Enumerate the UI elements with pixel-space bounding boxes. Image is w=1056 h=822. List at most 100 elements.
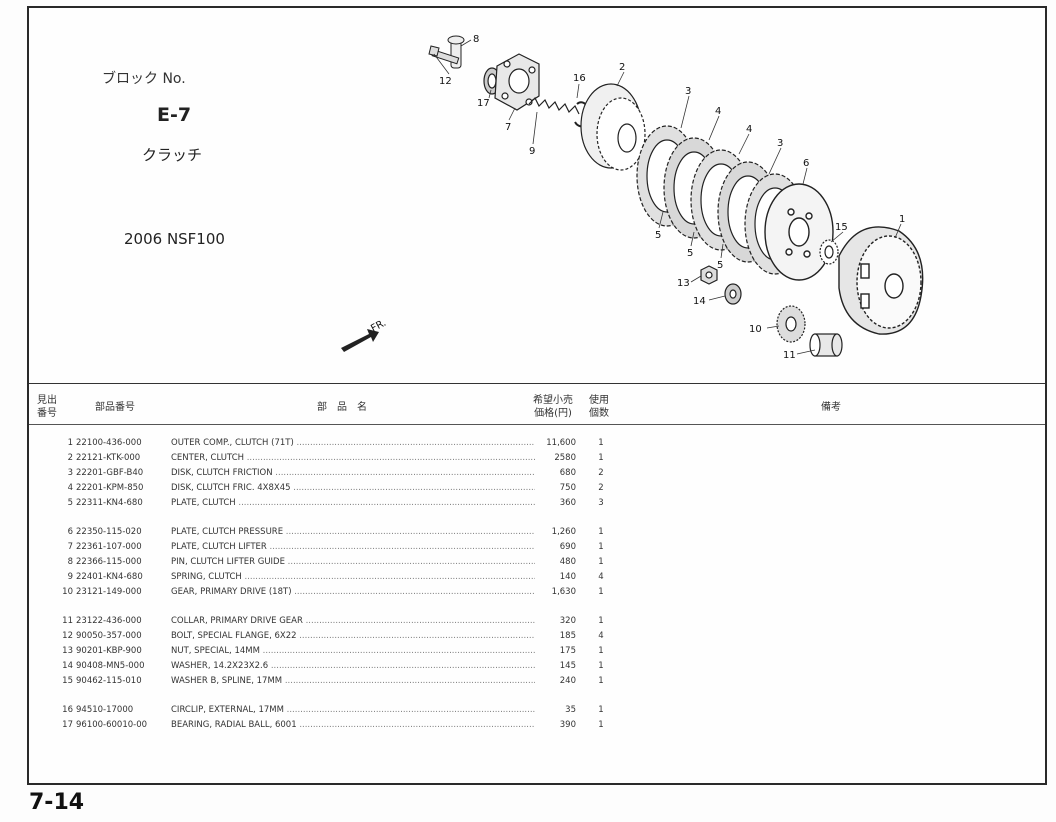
part-number: 22401-KN4-680 xyxy=(76,572,143,582)
part-number: 96100-60010-00 xyxy=(76,720,148,730)
part-number: 22121-KTK-000 xyxy=(76,453,141,463)
callout-3b: 3 xyxy=(777,138,783,149)
col-header-qty: 使用 個数 xyxy=(589,395,609,419)
part-description: BEARING, RADIAL BALL, 6001 xyxy=(171,720,535,730)
col-header-part-no: 部品番号 xyxy=(95,402,135,413)
block-name: クラッチ xyxy=(142,146,203,164)
clutch-outer-part xyxy=(838,226,924,335)
part-price: 175 xyxy=(559,646,576,656)
part-price: 750 xyxy=(559,483,576,493)
callout-4b: 4 xyxy=(746,124,752,135)
callout-9: 9 xyxy=(529,146,535,157)
ref-no: 13 xyxy=(62,646,73,656)
part-price: 185 xyxy=(559,631,576,641)
part-qty: 1 xyxy=(598,646,604,656)
ref-no: 3 xyxy=(67,468,73,478)
clutch-center-part xyxy=(580,83,646,171)
part-price: 240 xyxy=(559,676,576,686)
catalog-frame: ブロック No. E-7 クラッチ 2006 NSF100 FR. xyxy=(27,6,1047,785)
part-qty: 4 xyxy=(598,572,604,582)
front-direction-label: FR. xyxy=(369,318,388,335)
spline-washer-part xyxy=(819,239,839,265)
col-header-ref: 見出 番号 xyxy=(37,395,57,419)
callout-16: 16 xyxy=(573,73,586,84)
callout-labels: 8 12 17 7 9 16 2 3 4 4 3 6 5 5 5 15 1 13… xyxy=(439,34,905,361)
part-price: 140 xyxy=(559,572,576,582)
part-qty: 1 xyxy=(598,542,604,552)
callout-14: 14 xyxy=(693,296,706,307)
part-description: GEAR, PRIMARY DRIVE (18T) xyxy=(171,587,535,597)
special-nut-part xyxy=(700,265,718,285)
ref-no: 4 xyxy=(67,483,73,493)
washer-part xyxy=(724,283,742,305)
callout-6: 6 xyxy=(803,158,809,169)
part-qty: 1 xyxy=(598,557,604,567)
ref-no: 6 xyxy=(67,527,73,537)
part-qty: 1 xyxy=(598,676,604,686)
part-number: 23121-149-000 xyxy=(76,587,142,597)
part-price: 145 xyxy=(559,661,576,671)
part-qty: 2 xyxy=(598,483,604,493)
ref-no: 17 xyxy=(62,720,73,730)
part-number: 22201-KPM-850 xyxy=(76,483,144,493)
part-description: PLATE, CLUTCH LIFTER xyxy=(171,542,535,552)
callout-4a: 4 xyxy=(715,106,721,117)
part-price: 1,260 xyxy=(551,527,576,537)
part-description: NUT, SPECIAL, 14MM xyxy=(171,646,535,656)
callout-3a: 3 xyxy=(685,86,691,97)
part-description: PLATE, CLUTCH xyxy=(171,498,535,508)
part-qty: 3 xyxy=(598,498,604,508)
part-number: 22311-KN4-680 xyxy=(76,498,143,508)
callout-5c: 5 xyxy=(717,260,723,271)
ref-no: 16 xyxy=(62,705,73,715)
part-description: DISK, CLUTCH FRIC. 4X8X45 xyxy=(171,483,535,493)
col-header-price: 希望小売 価格(円) xyxy=(533,395,573,419)
part-description: DISK, CLUTCH FRICTION xyxy=(171,468,535,478)
ref-no: 9 xyxy=(67,572,73,582)
part-description: CENTER, CLUTCH xyxy=(171,453,535,463)
ref-no: 1 xyxy=(67,438,73,448)
block-label: ブロック No. xyxy=(102,71,186,87)
part-qty: 1 xyxy=(598,587,604,597)
callout-11: 11 xyxy=(783,350,796,361)
part-number: 22100-436-000 xyxy=(76,438,142,448)
part-price: 480 xyxy=(559,557,576,567)
part-qty: 4 xyxy=(598,631,604,641)
part-price: 360 xyxy=(559,498,576,508)
col-header-remarks: 備考 xyxy=(821,402,841,413)
part-price: 35 xyxy=(565,705,576,715)
exploded-view-diagram: FR. xyxy=(341,34,924,361)
part-qty: 1 xyxy=(598,616,604,626)
block-code: E-7 xyxy=(157,104,192,126)
part-qty: 1 xyxy=(598,661,604,671)
part-number: 22361-107-000 xyxy=(76,542,142,552)
header-rule xyxy=(29,424,1045,425)
section-divider xyxy=(29,383,1045,384)
part-number: 90201-KBP-900 xyxy=(76,646,142,656)
callout-1: 1 xyxy=(899,214,905,225)
collar-part xyxy=(809,333,843,357)
ref-no: 2 xyxy=(67,453,73,463)
model-name: 2006 NSF100 xyxy=(124,230,225,248)
callout-10: 10 xyxy=(749,324,762,335)
callout-17: 17 xyxy=(477,98,490,109)
primary-drive-gear-part xyxy=(776,305,806,343)
part-price: 390 xyxy=(559,720,576,730)
part-description: WASHER B, SPLINE, 17MM xyxy=(171,676,535,686)
ref-no: 5 xyxy=(67,498,73,508)
ref-no: 8 xyxy=(67,557,73,567)
part-description: PLATE, CLUTCH PRESSURE xyxy=(171,527,535,537)
part-description: CIRCLIP, EXTERNAL, 17MM xyxy=(171,705,535,715)
part-qty: 1 xyxy=(598,720,604,730)
